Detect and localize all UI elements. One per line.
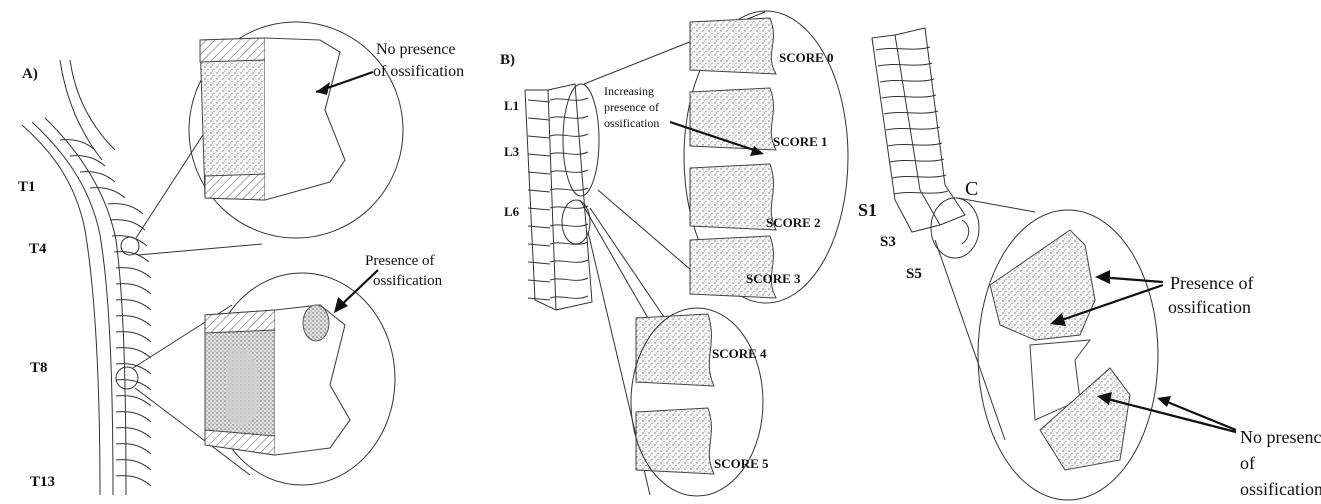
t4-magnified-view xyxy=(189,22,403,238)
score-label: SCORE 1 xyxy=(773,134,828,149)
spinous-process xyxy=(116,444,151,454)
score-label: SCORE 0 xyxy=(779,50,834,65)
spinous-process xyxy=(80,172,115,182)
sacral-segment-line xyxy=(876,47,930,50)
lumbar-segment-line xyxy=(528,154,550,156)
vertebra-label-t1: T1 xyxy=(18,179,36,195)
vertebra-label-s3: S3 xyxy=(880,234,896,250)
spinous-process xyxy=(116,460,151,470)
lumbar-segment-line xyxy=(528,208,550,210)
spinous-process xyxy=(116,396,151,406)
lumbar-process xyxy=(550,152,588,154)
l1-l3-zoom-marker xyxy=(563,84,599,196)
panel-c: C S1 S3 S5 Presence of ossification No p… xyxy=(858,28,1321,500)
presence-label-line1: Presence of xyxy=(365,253,435,269)
sacral-segment-line xyxy=(888,143,942,146)
c-no-presence-label-line1: No presence xyxy=(1240,427,1321,447)
c-no-presence-label-line2: of xyxy=(1240,453,1255,473)
increasing-label-line1: Increasing xyxy=(604,84,654,98)
panel-a: A) T1 T4 T8 T13 xyxy=(18,22,464,495)
lumbar-process xyxy=(550,116,588,118)
spinous-process xyxy=(116,316,151,326)
increasing-label-line2: presence of xyxy=(604,100,659,114)
spinous-process xyxy=(108,204,143,214)
lumbar-process xyxy=(550,188,588,190)
sacral-segment-line xyxy=(884,111,938,114)
spinous-process xyxy=(116,380,151,390)
vertebra-label-t4: T4 xyxy=(29,241,47,257)
spinous-process xyxy=(116,332,151,342)
sacral-segment-line xyxy=(880,79,934,82)
lumbar-process xyxy=(550,134,588,136)
lumbar-segment-line xyxy=(528,262,550,264)
no-presence-label-line2: of ossification xyxy=(373,63,464,80)
vertebra-label-t13: T13 xyxy=(30,474,55,490)
arrowhead-icon xyxy=(1095,270,1110,284)
panel-b-label: B) xyxy=(500,52,515,68)
sacral-segment-line xyxy=(890,159,944,162)
c-no-presence-label-line3: ossification xyxy=(1240,479,1321,499)
sacral-segment-line xyxy=(892,175,946,178)
spinous-process xyxy=(116,348,151,358)
lumbar-spine xyxy=(525,84,592,310)
sacral-segment-line xyxy=(878,63,932,66)
lumbar-segment-line xyxy=(528,100,550,102)
panel-c-label: C xyxy=(965,178,978,200)
score-label: SCORE 5 xyxy=(714,456,769,471)
lumbar-process xyxy=(550,260,588,262)
no-presence-label-line1: No presence xyxy=(376,41,456,58)
t8-magnified-view xyxy=(205,273,395,485)
ossification-spot xyxy=(303,305,329,341)
vertebra-body xyxy=(690,236,776,298)
vertebra-body xyxy=(690,88,776,150)
vertebra-label-s1: S1 xyxy=(858,200,877,220)
c-presence-label-line1: Presence of xyxy=(1170,273,1253,293)
vertebra-label-l3: L3 xyxy=(504,144,520,159)
thoracic-spine xyxy=(22,60,151,495)
score-label: SCORE 3 xyxy=(746,271,801,286)
lumbar-segment-line xyxy=(528,280,550,282)
panel-a-label: A) xyxy=(22,66,38,82)
sacral-segment-line xyxy=(886,127,940,130)
spinous-process xyxy=(116,476,151,486)
spinous-process xyxy=(116,268,151,278)
score-label: SCORE 4 xyxy=(712,346,767,361)
spinous-process xyxy=(114,252,149,262)
sacral-spine xyxy=(872,28,965,232)
spinous-process xyxy=(110,220,145,230)
lumbar-process xyxy=(550,278,588,280)
increasing-label-line3: ossification xyxy=(604,116,659,130)
lumbar-process xyxy=(550,170,588,172)
lumbar-segment-line xyxy=(528,298,550,300)
spinous-process xyxy=(116,412,151,422)
vertebra-body xyxy=(690,164,776,230)
t8-zoom-marker xyxy=(116,367,138,389)
c-presence-label-line2: ossification xyxy=(1168,297,1251,317)
presence-label-line2: ossification xyxy=(373,273,443,289)
lumbar-segment-line xyxy=(528,244,550,246)
lumbar-segment-line xyxy=(528,136,550,138)
lumbar-segment-line xyxy=(528,190,550,192)
lumbar-process xyxy=(550,206,588,208)
panel-b: B) L1 L3 L6 Increasing presence of ossif… xyxy=(500,11,848,496)
spinous-process xyxy=(60,140,95,150)
arrowhead-icon xyxy=(1157,396,1171,407)
lumbar-segment-line xyxy=(528,172,550,174)
vertebra-label-l1: L1 xyxy=(504,98,519,113)
vertebra-body xyxy=(690,18,776,74)
vertebra-label-s5: S5 xyxy=(906,266,922,282)
sacral-magnified-view xyxy=(978,210,1158,500)
vertebra-label-l6: L6 xyxy=(504,204,520,219)
vertebra-body xyxy=(636,314,714,386)
vertebra-label-t8: T8 xyxy=(30,360,48,376)
sacral-segment-line xyxy=(882,95,936,98)
spinous-process xyxy=(90,188,125,198)
lumbar-segment-line xyxy=(528,118,550,120)
spinous-process xyxy=(116,428,151,438)
score-label: SCORE 2 xyxy=(766,215,821,230)
lumbar-process xyxy=(550,224,588,226)
